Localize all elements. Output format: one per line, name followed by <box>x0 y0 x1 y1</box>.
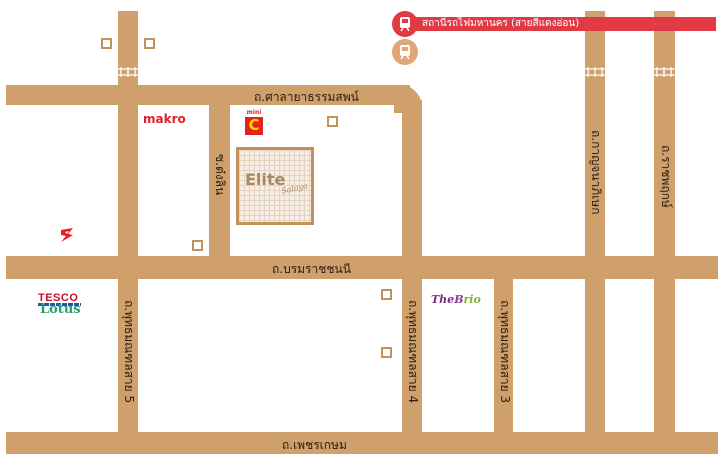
train-icon <box>392 39 418 65</box>
label-phutthamonthon-5: ถ.พุทธมณฑลสาย 5 <box>122 300 136 404</box>
road-phutthamonthon-5 <box>118 11 138 454</box>
label-soi-tong-lin: ซ.ต๋งลิน <box>213 154 227 196</box>
road-sala-thammasop <box>6 85 410 105</box>
label-kanchanaphisek: ถ.กาญจนาภิเษก <box>589 130 603 215</box>
station-legend-bar <box>404 17 716 31</box>
makro-logo: makro <box>143 112 186 126</box>
square-marker-icon <box>381 289 392 300</box>
square-marker-icon <box>381 347 392 358</box>
lotus-logo-text: Lotus <box>40 302 81 317</box>
road-phutthamonthon-4 <box>402 100 422 454</box>
elite-title: Elite <box>245 170 286 189</box>
zen-logo-icon <box>61 228 73 242</box>
tesco-stripe-icon <box>38 303 81 306</box>
station-legend-label: สถานีรถไฟมหานคร (สายสีแดงอ่อน) <box>422 18 580 29</box>
brio-rio: rio <box>463 293 481 306</box>
square-marker-icon <box>192 240 203 251</box>
road-borommaratchachonnani <box>6 256 718 279</box>
label-ratchaphruek: ถ.ราชพฤกษ์ <box>659 145 673 208</box>
elite-salaya-site <box>236 147 314 225</box>
mini-c-letter: C <box>248 116 260 134</box>
road-soi-tong-lin <box>209 85 230 279</box>
tesco-logo-text: TESCO <box>38 292 79 304</box>
brio-the: The <box>431 293 455 306</box>
the-brio-logo: TheBrio <box>431 293 481 306</box>
railway-track-icon <box>584 67 606 77</box>
mini-big-c-logo: mini C <box>244 108 264 136</box>
label-phetkasem: ถ.เพชรเกษม <box>282 438 347 452</box>
road-phutthamonthon-3 <box>494 256 513 454</box>
train-icon <box>392 11 418 37</box>
label-borommaratchachonnani: ถ.บรมราชชนนี <box>272 262 351 276</box>
label-sala-thammasop: ถ.ศาลายาธรรมสพน์ <box>254 90 359 104</box>
brio-b: B <box>454 293 464 306</box>
square-marker-icon <box>144 38 155 49</box>
square-marker-icon <box>327 116 338 127</box>
mini-c-top-text: mini <box>245 109 263 117</box>
road-ratchaphruek <box>654 11 675 454</box>
label-phutthamonthon-3: ถ.พุทธมณฑลสาย 3 <box>498 300 512 404</box>
railway-track-icon <box>653 67 675 77</box>
road-kanchanaphisek <box>585 11 605 454</box>
road-phetkasem <box>6 432 718 454</box>
railway-track-icon <box>117 67 139 77</box>
square-marker-icon <box>101 38 112 49</box>
label-phutthamonthon-4: ถ.พุทธมณฑลสาย 4 <box>406 300 420 404</box>
